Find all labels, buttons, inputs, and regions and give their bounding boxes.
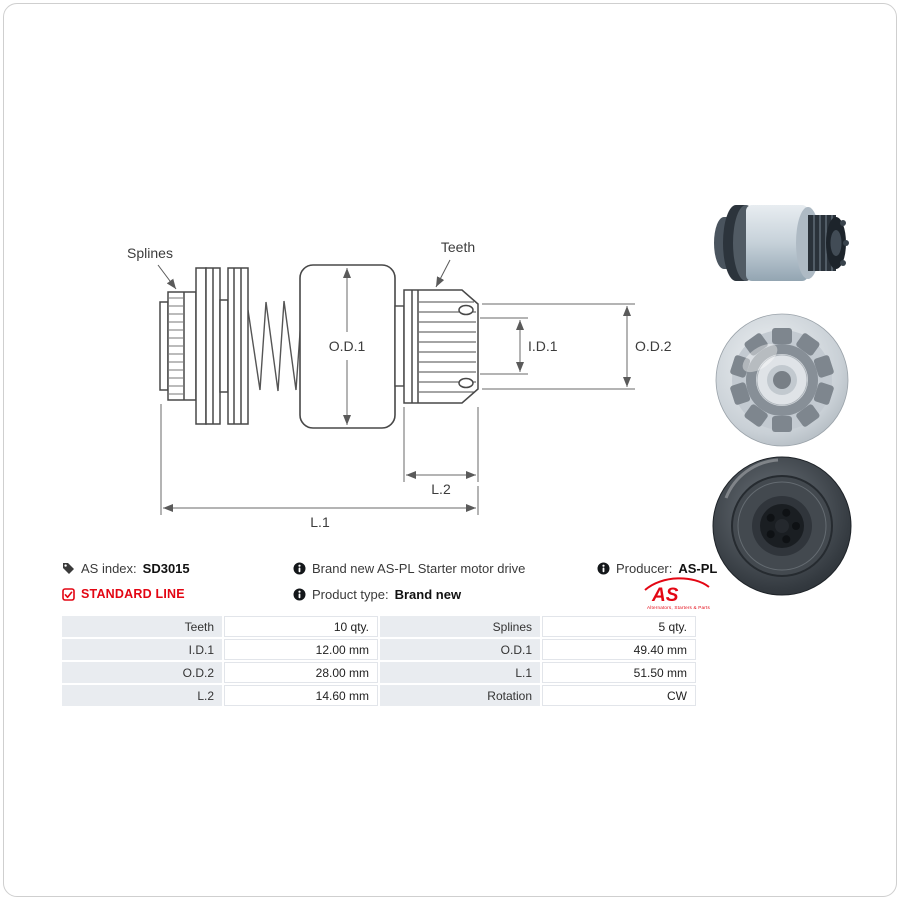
product-photo-angled-view	[714, 205, 849, 281]
as-index: AS index: SD3015	[62, 560, 190, 576]
clutch-housing	[299, 264, 405, 429]
spec-table: Teeth 10 qty. Splines 5 qty. I.D.1 12.00…	[62, 616, 696, 706]
drive-spring	[247, 300, 303, 392]
product-type-value: Brand new	[394, 586, 462, 602]
spec-label: L.2	[62, 685, 222, 706]
spec-value: 51.50 mm	[542, 662, 696, 683]
product-photo-rear-view	[712, 456, 852, 596]
pinion-gear	[403, 289, 479, 404]
standard-line-label: STANDARD LINE	[81, 587, 185, 601]
label-l2: L.2	[431, 481, 451, 497]
info-icon	[597, 562, 610, 574]
spec-label: Rotation	[380, 685, 540, 706]
producer-value: AS-PL	[678, 560, 718, 576]
label-id1: I.D.1	[528, 338, 558, 354]
dimension-l2	[403, 407, 479, 482]
label-od2: O.D.2	[635, 338, 672, 354]
product-type: Product type: Brand new	[293, 586, 461, 602]
spec-label: L.1	[380, 662, 540, 683]
standard-line-badge: STANDARD LINE	[62, 586, 185, 602]
dimension-id1	[480, 317, 528, 375]
technical-drawing: O.D.1 I.D.1 O.D.2 L.2 L.1 Splines Teeth	[127, 239, 672, 530]
dimension-l1	[160, 404, 479, 515]
spec-label: O.D.2	[62, 662, 222, 683]
spec-value: 49.40 mm	[542, 639, 696, 660]
tag-icon	[63, 562, 74, 574]
spec-label: Splines	[380, 616, 540, 637]
check-square-icon	[62, 587, 75, 601]
info-icon	[293, 562, 306, 574]
logo-text: AS	[651, 585, 679, 606]
info-icon	[293, 588, 306, 600]
spec-value: 5 qty.	[542, 616, 696, 637]
product-description: Brand new AS-PL Starter motor drive	[293, 560, 525, 576]
product-type-label: Product type:	[312, 586, 389, 602]
spec-value: CW	[542, 685, 696, 706]
spec-label: I.D.1	[62, 639, 222, 660]
spec-value: 14.60 mm	[224, 685, 378, 706]
dimension-od2	[482, 303, 635, 390]
spec-value: 28.00 mm	[224, 662, 378, 683]
description-text: Brand new AS-PL Starter motor drive	[312, 560, 526, 576]
spec-label: Teeth	[62, 616, 222, 637]
stop-collar	[195, 267, 249, 425]
splines-leader-arrow	[157, 264, 177, 290]
label-od1: O.D.1	[329, 338, 366, 354]
logo-swoosh	[644, 577, 710, 591]
label-splines: Splines	[127, 245, 173, 261]
spec-value: 12.00 mm	[224, 639, 378, 660]
label-l1: L.1	[310, 514, 330, 530]
as-index-label: AS index:	[81, 560, 137, 576]
producer: Producer: AS-PL	[597, 560, 717, 576]
teeth-leader-arrow	[435, 259, 451, 288]
as-index-value: SD3015	[142, 560, 190, 576]
product-photo-front-view	[715, 313, 849, 447]
spec-value: 10 qty.	[224, 616, 378, 637]
logo-tagline: Alternators, Starters & Parts	[647, 605, 710, 610]
label-teeth: Teeth	[441, 239, 475, 255]
drive-shaft-splines	[159, 291, 197, 401]
spec-label: O.D.1	[380, 639, 540, 660]
producer-label: Producer:	[616, 560, 673, 576]
as-pl-logo: AS Alternators, Starters & Parts	[644, 577, 710, 610]
